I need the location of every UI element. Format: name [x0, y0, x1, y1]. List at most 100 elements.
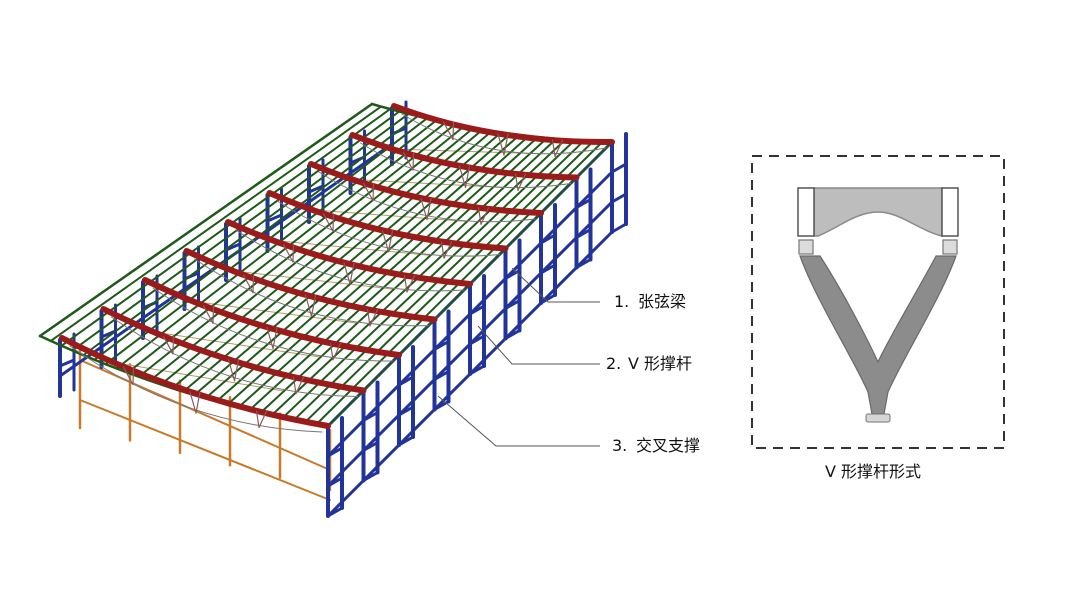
v-strut: [304, 294, 313, 317]
leader-line-3: [437, 395, 600, 447]
v-strut: [212, 305, 215, 324]
beam-cable: [277, 200, 500, 257]
v-strut: [387, 230, 394, 253]
v-strut: [172, 335, 175, 355]
v-strut: [202, 305, 214, 324]
beam-cable: [401, 113, 607, 155]
v-strut: [255, 410, 260, 429]
v-strut: [189, 391, 197, 414]
v-strut: [162, 335, 174, 355]
v-strut-body: [799, 255, 957, 415]
v-strut: [443, 241, 453, 259]
v-strut: [282, 243, 294, 263]
column-tie: [610, 192, 628, 204]
v-strut: [372, 182, 375, 202]
v-strut: [440, 241, 445, 259]
column-tie: [307, 184, 325, 194]
detail-dashed-frame: [751, 155, 1005, 449]
v-strut: [349, 262, 355, 285]
label-1-text: 张弦梁: [638, 292, 686, 311]
v-strut: [517, 173, 527, 191]
string-beam: [349, 132, 580, 181]
v-strut: [442, 121, 454, 141]
v-strut: [369, 308, 379, 327]
v-strut: [252, 274, 255, 294]
callouts: 1. 张弦梁 2. V 形撑杆 3. 交叉支撑: [437, 267, 700, 455]
beam-cable: [152, 287, 394, 362]
structure-illustration: [38, 100, 628, 518]
v-strut: [272, 326, 278, 350]
string-beam: [183, 248, 438, 323]
v-strut: [242, 274, 254, 294]
cross-brace: [79, 399, 331, 501]
v-strut: [332, 213, 335, 232]
column-tie: [224, 242, 242, 252]
v-strut: [452, 121, 455, 141]
v-strut-drawing: [797, 187, 959, 423]
v-strut: [195, 391, 201, 414]
label-3-number: 3.: [612, 436, 627, 455]
v-strut: [362, 182, 374, 202]
detail-panel: V 形撑杆形式: [751, 155, 1005, 481]
roof-purlins: [38, 102, 614, 428]
v-strut: [551, 139, 556, 158]
v-strut: [366, 308, 371, 327]
detail-caption: V 形撑杆形式: [825, 462, 921, 481]
v-strut: [497, 133, 505, 156]
column-tie: [610, 162, 628, 174]
v-strut: [554, 139, 564, 158]
column-tie: [58, 358, 76, 368]
v-strut: [227, 359, 236, 382]
beam-cable: [235, 229, 465, 292]
longitudinal-tie: [326, 170, 614, 458]
roof-edge-left: [38, 102, 374, 338]
v-strut: [503, 133, 509, 156]
v-strut: [426, 197, 432, 221]
label-3-text: 交叉支撑: [636, 436, 700, 455]
string-beam: [225, 219, 473, 287]
string-beam: [266, 190, 509, 252]
beam-cable: [318, 171, 536, 223]
string-beam: [59, 335, 331, 429]
v-strut: [514, 173, 519, 191]
v-strut: [420, 197, 428, 221]
v-strut: [477, 207, 482, 225]
label-2-text: V 形撑杆: [628, 354, 692, 373]
v-strut: [233, 359, 240, 382]
v-strut: [464, 165, 471, 188]
purlin: [83, 112, 410, 356]
v-strut: [322, 213, 334, 232]
column-tie: [266, 213, 283, 223]
right-end-plate: [941, 187, 959, 237]
string-beam: [391, 103, 615, 146]
v-strut: [310, 294, 317, 317]
purlin: [61, 107, 392, 347]
beam-cable: [194, 258, 429, 327]
v-strut: [295, 376, 305, 395]
beam-section-block: [813, 187, 943, 237]
v-strut: [292, 376, 297, 395]
v-strut: [403, 274, 408, 293]
v-strut: [332, 342, 342, 361]
string-beam: [100, 306, 367, 394]
left-node: [798, 239, 814, 255]
v-strut: [343, 262, 351, 285]
beam-cable: [111, 316, 358, 397]
beam-cable: [69, 345, 323, 433]
v-strut: [132, 366, 135, 386]
v-strut: [258, 410, 268, 429]
column-tie: [610, 222, 628, 234]
label-1-number: 1.: [614, 292, 629, 311]
v-strut: [412, 152, 415, 171]
v-strut: [480, 207, 490, 225]
beam-cable: [360, 142, 571, 189]
right-node: [942, 239, 958, 255]
string-beam: [308, 161, 544, 216]
label-2-number: 2.: [606, 354, 621, 373]
leader-line-2: [477, 325, 600, 365]
v-strut: [122, 366, 134, 386]
string-beams: [59, 103, 615, 433]
string-beam: [142, 277, 402, 358]
v-strut: [266, 326, 274, 350]
v-strut: [458, 165, 467, 188]
